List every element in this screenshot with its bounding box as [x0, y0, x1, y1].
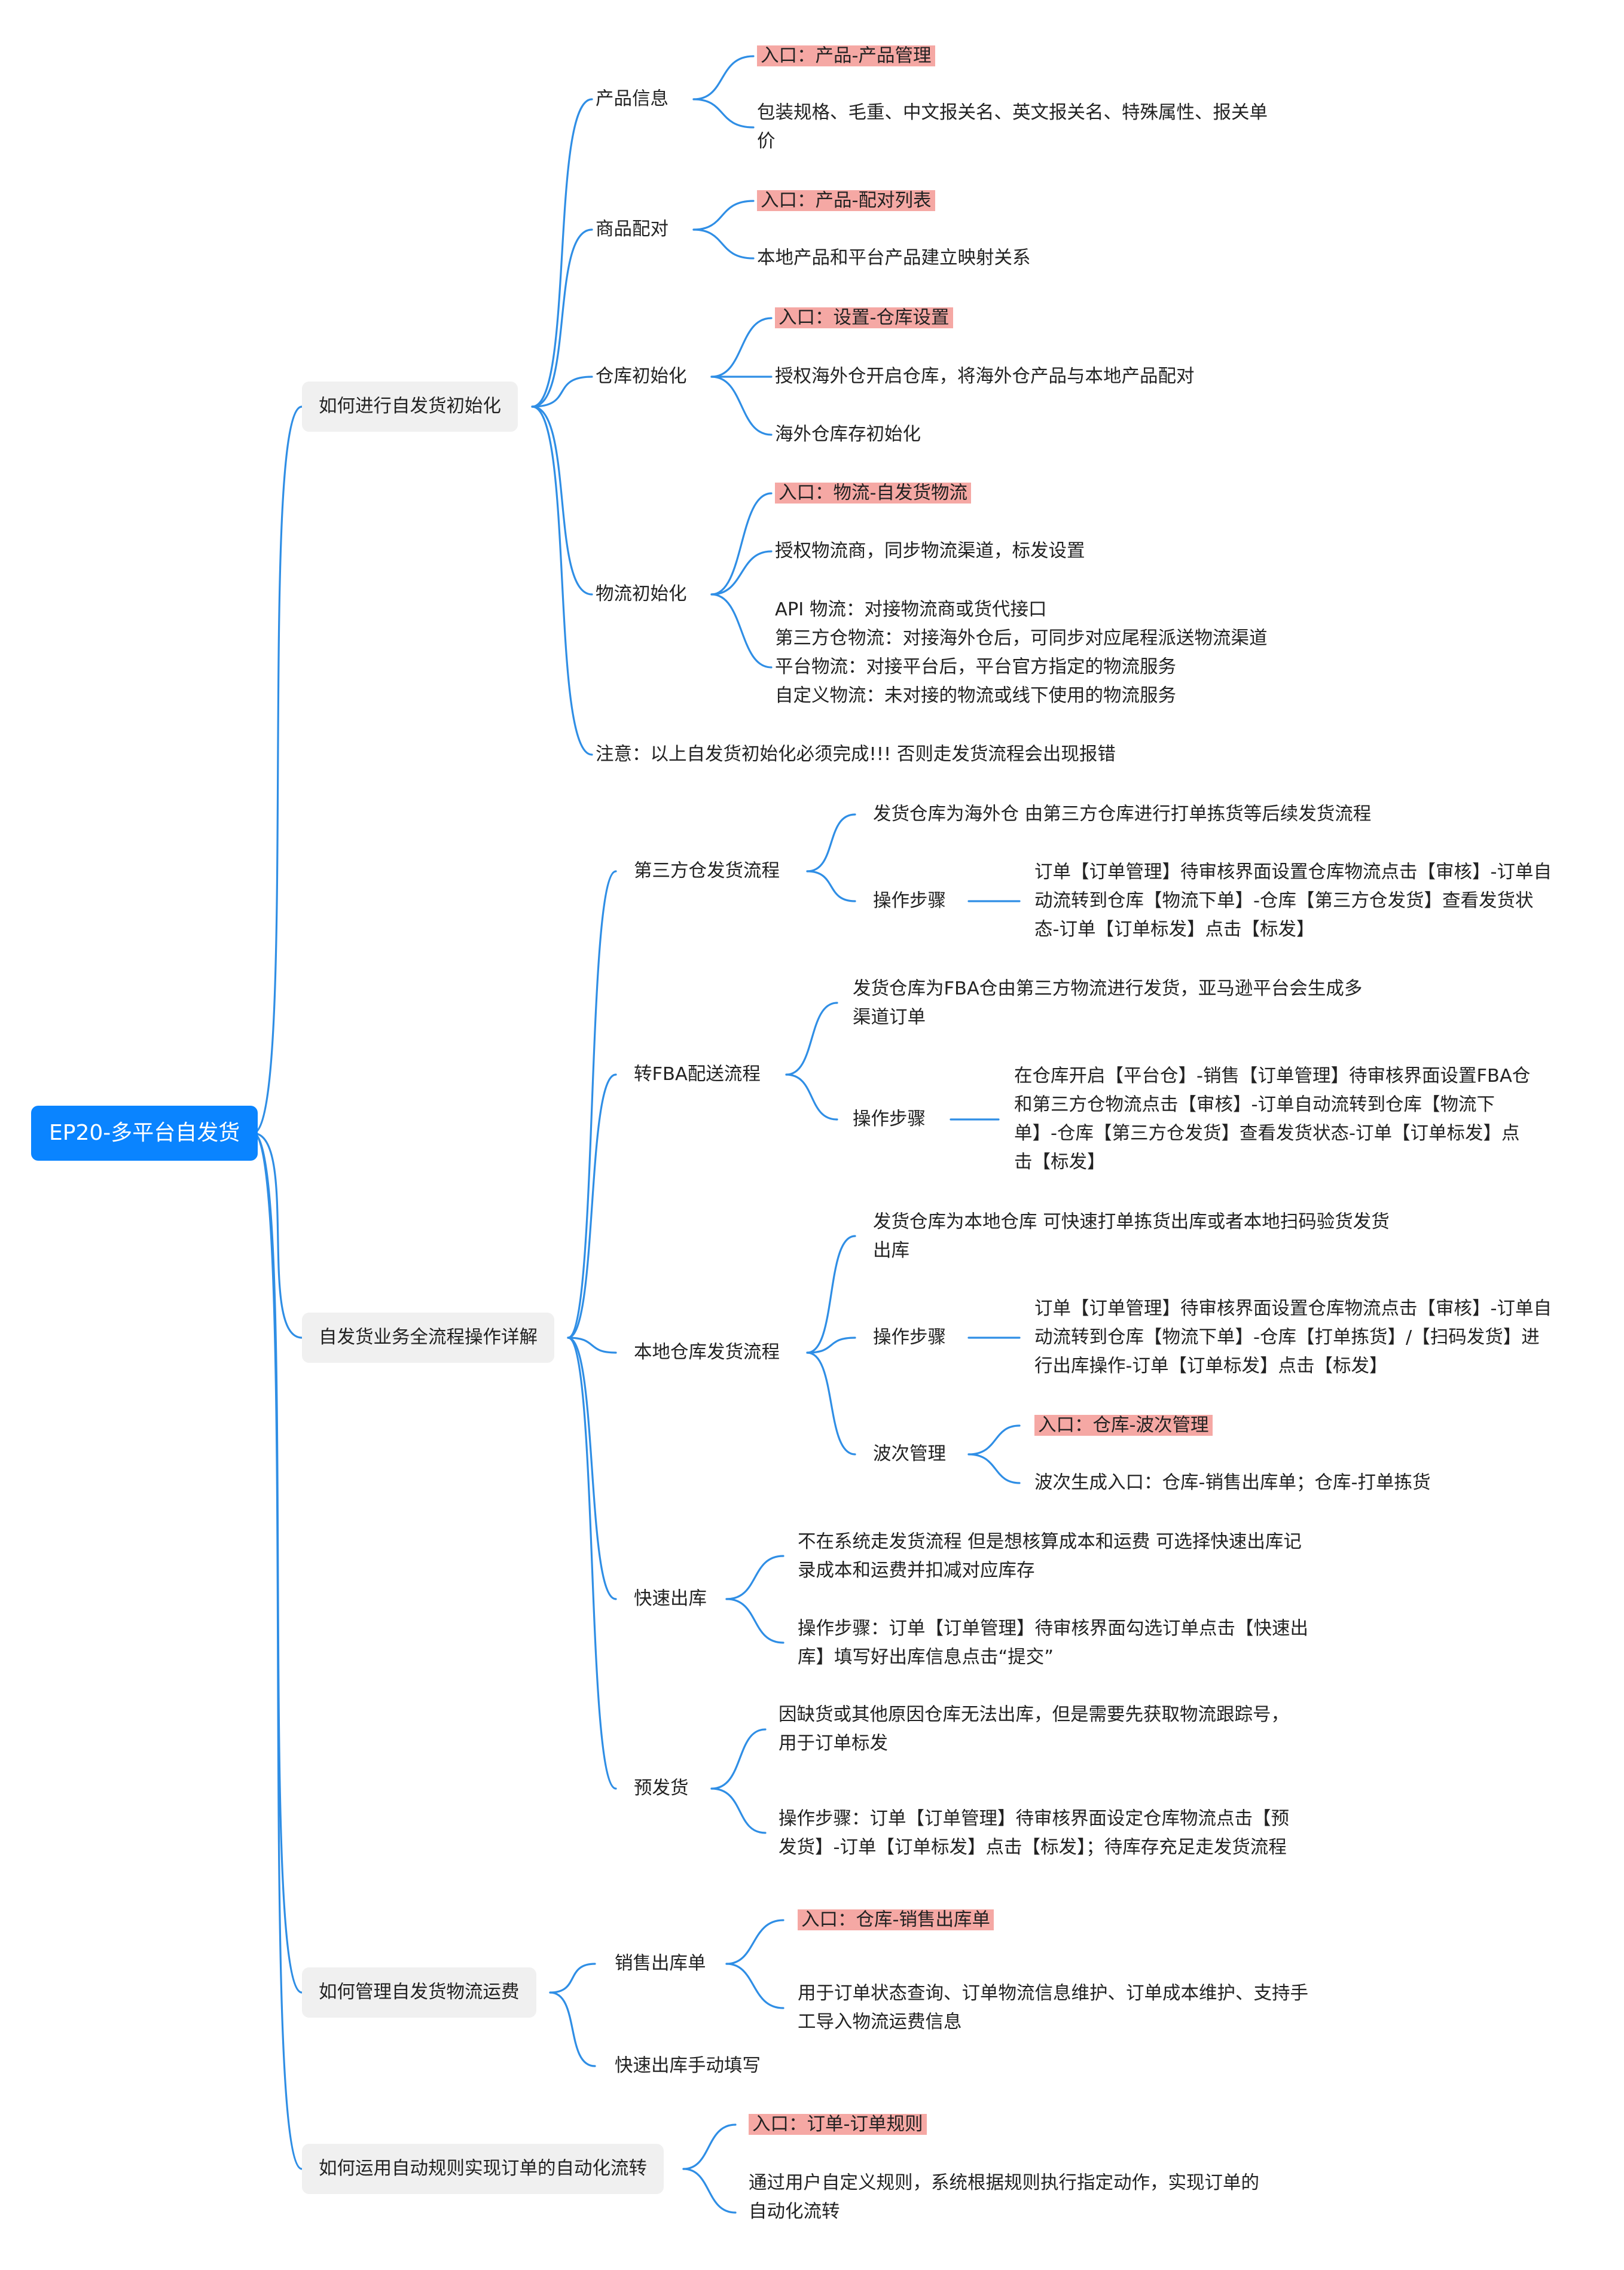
- link-fee-quick: [549, 1991, 596, 2067]
- node-fba-steps: 在仓库开启【平台仓】-销售【订单管理】待审核界面设置FBA仓 和第三方仓物流点击…: [1014, 1066, 1531, 1173]
- link-init-logistics: [531, 405, 593, 596]
- root-node[interactable]: EP20-多平台自发货: [31, 1106, 258, 1161]
- link-root-init: [252, 405, 303, 1134]
- node-wave-management[interactable]: 波次管理: [873, 1444, 946, 1464]
- node-third-desc: 发货仓库为海外仓 由第三方仓库进行打单拣货等后续发货流程: [873, 804, 1372, 825]
- link-sales-desc: [725, 1963, 784, 2009]
- section-init[interactable]: 如何进行自发货初始化: [302, 382, 518, 432]
- link-lg-item1: [710, 550, 773, 596]
- node-third-party-flow[interactable]: 第三方仓发货流程: [634, 861, 780, 881]
- node-fba-steps-label[interactable]: 操作步骤: [853, 1109, 926, 1130]
- link-process-pre: [567, 1337, 617, 1790]
- section-process[interactable]: 自发货业务全流程操作详解: [302, 1313, 554, 1363]
- link-init-note: [531, 405, 593, 756]
- link-process-fba: [567, 1073, 617, 1339]
- node-product-entry[interactable]: 入口：产品-产品管理: [757, 42, 935, 71]
- link-quick-desc: [725, 1555, 784, 1600]
- node-match-desc: 本地产品和平台产品建立映射关系: [757, 248, 1031, 269]
- node-match-entry[interactable]: 入口：产品-配对列表: [757, 187, 935, 215]
- link-fba-desc: [785, 1002, 838, 1076]
- link-third-desc: [806, 813, 856, 872]
- node-fba-desc: 发货仓库为FBA仓由第三方物流进行发货，亚马逊平台会生成多 渠道订单: [853, 978, 1363, 1028]
- link-match-desc: [692, 228, 755, 260]
- link-init-product: [531, 98, 593, 408]
- link-process-third: [567, 870, 617, 1339]
- node-quick-manual: 快速出库手动填写: [615, 2055, 761, 2076]
- link-root-rule: [252, 1132, 303, 2170]
- node-warehouse-item2: 海外仓库存初始化: [775, 424, 921, 445]
- link-fee-sales: [549, 1963, 596, 1994]
- node-third-steps: 订单【订单管理】待审核界面设置仓库物流点击【审核】-订单自 动流转到仓库【物流下…: [1034, 862, 1552, 940]
- node-warehouse-entry[interactable]: 入口：设置-仓库设置: [775, 304, 953, 332]
- section-fee[interactable]: 如何管理自发货物流运费: [302, 1967, 536, 2018]
- node-local-flow[interactable]: 本地仓库发货流程: [634, 1342, 780, 1363]
- link-sales-entry: [725, 1919, 784, 1965]
- node-sales-outbound[interactable]: 销售出库单: [615, 1953, 706, 1974]
- link-root-fee: [252, 1132, 303, 1994]
- node-sales-entry[interactable]: 入口：仓库-销售出库单: [798, 1906, 994, 1935]
- node-logistics-types: API 物流：对接物流商或货代接口 第三方仓物流：对接海外仓后，可同步对应尾程派…: [775, 599, 1268, 706]
- node-logistics-init[interactable]: 物流初始化: [596, 584, 687, 605]
- node-product-match[interactable]: 商品配对: [596, 219, 668, 240]
- link-wave-entry: [967, 1424, 1021, 1456]
- node-pre-ship[interactable]: 预发货: [634, 1778, 689, 1799]
- node-warehouse-init[interactable]: 仓库初始化: [596, 366, 687, 387]
- link-process-local: [567, 1337, 617, 1354]
- node-quick-steps: 操作步骤：订单【订单管理】待审核界面勾选订单点击【快速出 库】填写好出库信息点击…: [798, 1618, 1308, 1668]
- link-pre-steps: [710, 1787, 767, 1834]
- node-wave-desc: 波次生成入口：仓库-销售出库单；仓库-打单拣货: [1034, 1472, 1431, 1493]
- node-pre-desc: 因缺货或其他原因仓库无法出库，但是需要先获取物流跟踪号， 用于订单标发: [779, 1704, 1289, 1754]
- node-wave-entry[interactable]: 入口：仓库-波次管理: [1034, 1411, 1213, 1440]
- link-rule-desc: [682, 2168, 737, 2214]
- link-local-steps: [806, 1337, 856, 1354]
- node-warehouse-item1: 授权海外仓开启仓库，将海外仓产品与本地产品配对: [775, 366, 1195, 387]
- node-local-steps-label[interactable]: 操作步骤: [873, 1327, 946, 1348]
- link-init-match: [531, 228, 593, 408]
- link-product-desc: [692, 98, 755, 129]
- link-fba-steps: [785, 1073, 838, 1121]
- node-rule-desc: 通过用户自定义规则，系统根据规则执行指定动作，实现订单的 自动化流转: [749, 2173, 1259, 2222]
- node-local-steps: 订单【订单管理】待审核界面设置仓库物流点击【审核】-订单自 动流转到仓库【物流下…: [1034, 1298, 1552, 1377]
- link-wh-entry: [710, 317, 773, 378]
- link-local-wave: [806, 1351, 856, 1456]
- link-lg-entry: [710, 492, 773, 596]
- node-logistics-item1: 授权物流商，同步物流渠道，标发设置: [775, 541, 1085, 562]
- section-rule[interactable]: 如何运用自动规则实现订单的自动化流转: [302, 2144, 664, 2194]
- link-rule-entry: [682, 2123, 737, 2170]
- link-local-desc: [806, 1235, 856, 1354]
- node-init-note: 注意：以上自发货初始化必须完成!!! 否则走发货流程会出现报错: [596, 744, 1116, 765]
- link-root-process: [252, 1132, 303, 1339]
- node-pre-steps: 操作步骤：订单【订单管理】待审核界面设定仓库物流点击【预 发货】-订单【订单标发…: [779, 1808, 1289, 1858]
- node-product-info[interactable]: 产品信息: [596, 89, 668, 109]
- node-fba-flow[interactable]: 转FBA配送流程: [634, 1064, 761, 1085]
- link-process-quick: [567, 1337, 617, 1600]
- node-rule-entry[interactable]: 入口：订单-订单规则: [749, 2110, 927, 2139]
- link-lg-types: [710, 593, 773, 669]
- link-match-entry: [692, 200, 755, 231]
- node-logistics-entry[interactable]: 入口：物流-自发货物流: [775, 479, 972, 508]
- node-quick-out[interactable]: 快速出库: [634, 1588, 707, 1609]
- node-local-desc: 发货仓库为本地仓库 可快速打单拣货出库或者本地扫码验货发货 出库: [873, 1212, 1390, 1261]
- link-pre-desc: [710, 1728, 767, 1790]
- link-quick-steps: [725, 1598, 784, 1644]
- link-product-entry: [692, 55, 755, 100]
- node-product-desc: 包装规格、毛重、中文报关名、英文报关名、特殊属性、报关单 价: [757, 102, 1268, 152]
- link-init-warehouse: [531, 376, 593, 408]
- node-quick-desc: 不在系统走发货流程 但是想核算成本和运费 可选择快速出库记 录成本和运费并扣减对…: [798, 1531, 1302, 1581]
- node-sales-desc: 用于订单状态查询、订单物流信息维护、订单成本维护、支持手 工导入物流运费信息: [798, 1983, 1308, 2033]
- link-third-steps: [806, 870, 856, 902]
- link-wh-item2: [710, 376, 773, 436]
- node-third-steps-label[interactable]: 操作步骤: [873, 890, 946, 911]
- link-wave-desc: [967, 1453, 1021, 1484]
